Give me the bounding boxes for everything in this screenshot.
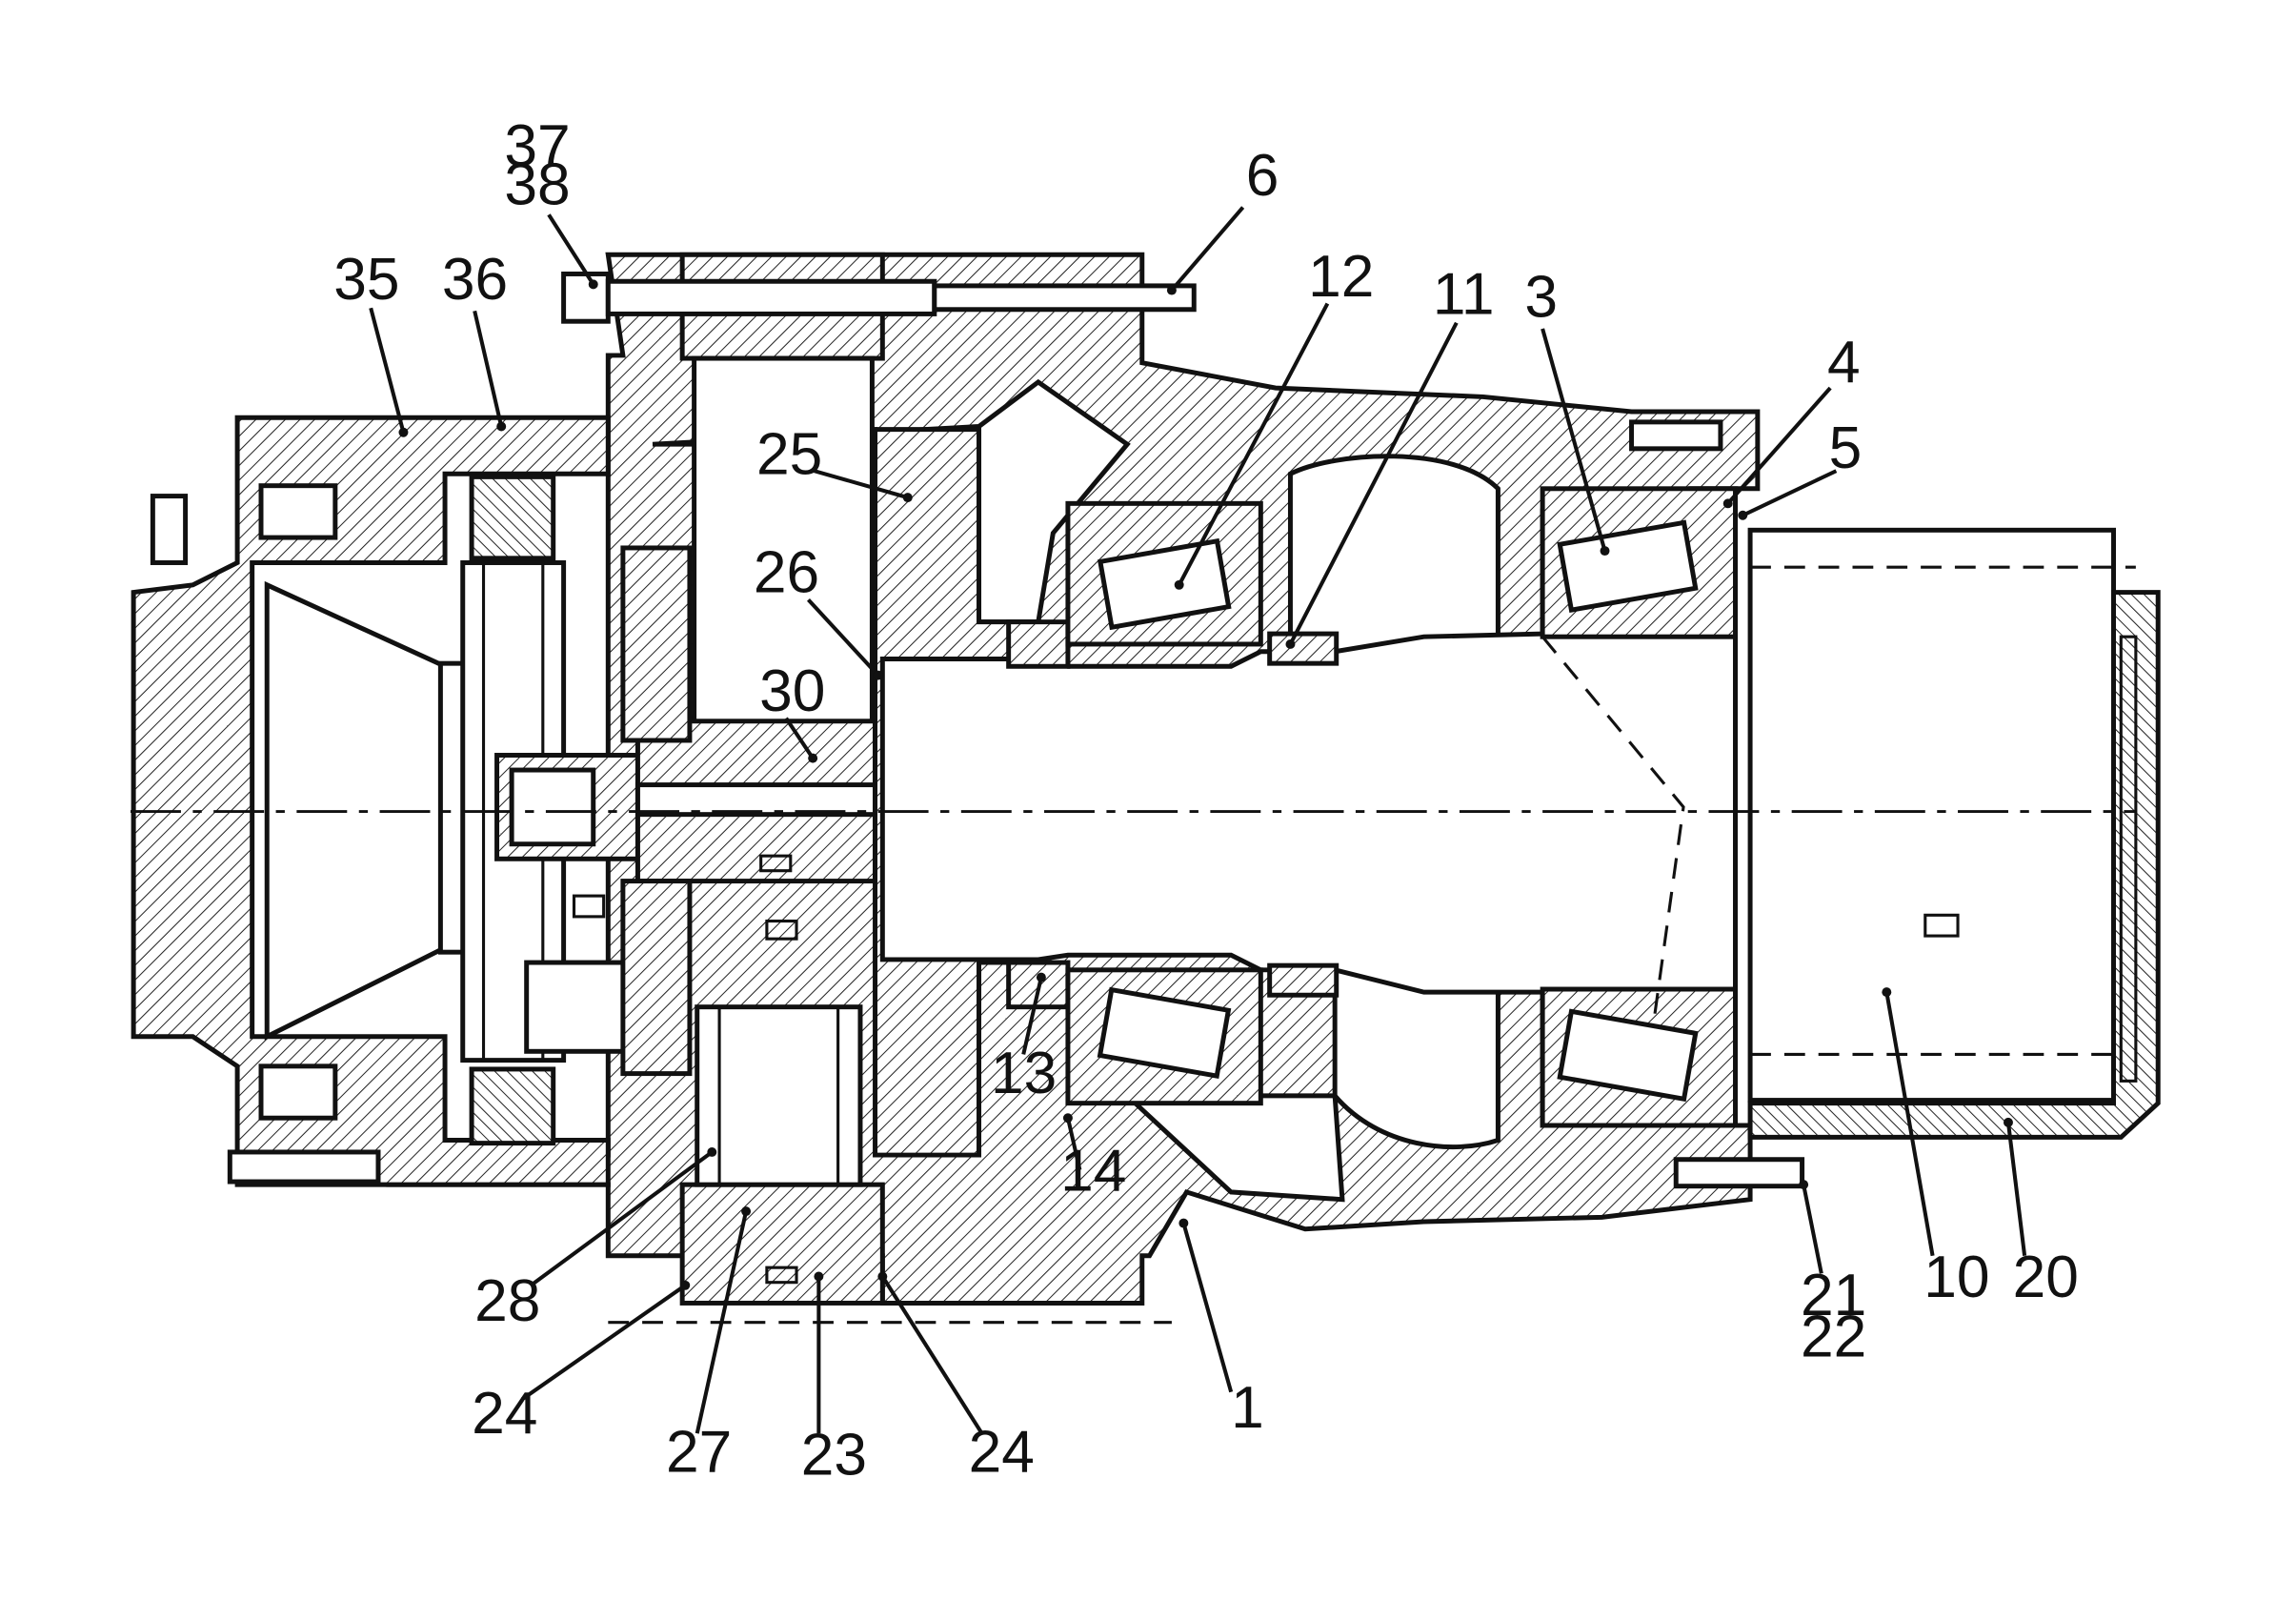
callout-14: 14 [1060,1138,1126,1204]
callout-leaders [369,206,2027,1435]
brake-housing-cap [131,415,611,1187]
callout-22: 22 [1801,1304,1866,1369]
tapered-bearing-inner [1065,500,1263,1106]
hidden-line [1541,636,1685,1023]
callout-25: 25 [756,421,822,487]
callout-10: 10 [1923,1245,1989,1310]
callout-3: 3 [1524,265,1558,331]
callout-1: 1 [1231,1375,1264,1441]
callout-4: 4 [1827,330,1861,395]
callout-21: 21 [1801,1263,1866,1328]
callout-30: 30 [759,658,825,724]
callout-labels: 37 38 6 35 36 12 11 3 4 5 25 26 30 13 14… [333,113,2079,1488]
callout-27: 27 [666,1420,732,1486]
input-shaft [494,753,640,1054]
callout-35: 35 [333,247,399,313]
output-hub-drum [1747,527,2161,1140]
callout-20: 20 [2013,1245,2079,1310]
part-stamps [572,854,1960,1285]
callout-5: 5 [1829,415,1863,481]
callout-23: 23 [801,1423,867,1488]
callout-6: 6 [1246,143,1279,209]
callout-26: 26 [754,540,819,606]
callout-24-right: 24 [969,1420,1035,1486]
leader-dots [398,279,2013,1290]
callout-37: 37 [504,113,570,179]
ring-gear [679,252,885,1306]
callout-28: 28 [474,1268,540,1334]
callout-38: 38 [504,152,570,217]
bolts [227,271,1805,1189]
callout-13: 13 [991,1041,1057,1106]
sun-gear-carrier [620,545,878,1077]
callout-11: 11 [1433,261,1495,327]
callout-24-left: 24 [472,1381,537,1447]
output-shaft [879,619,1739,1010]
callout-12: 12 [1308,244,1374,310]
tapered-bearing-outer [1540,486,1739,1128]
callout-36: 36 [442,247,508,313]
